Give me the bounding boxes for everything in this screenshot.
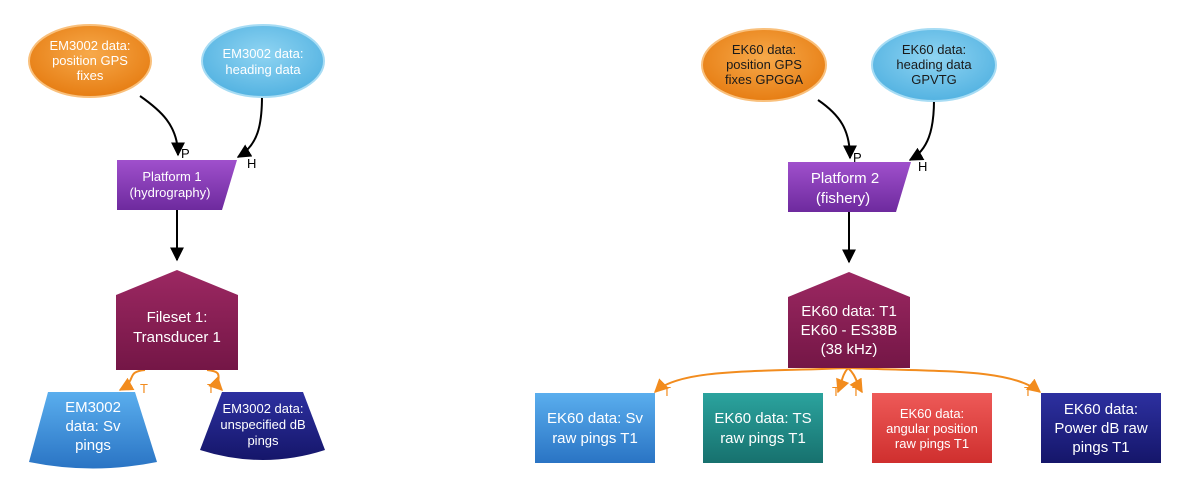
node-ek60-angular-line-2: angular position [886, 421, 978, 436]
edge-label-p-left: P [181, 146, 190, 161]
edge-label-t1-right: T [663, 384, 671, 399]
node-em3002-gps-line-3: fixes [77, 68, 104, 83]
node-em3002-gps[interactable]: EM3002 data: position GPS fixes [28, 24, 152, 98]
node-ek60-ts-line-1: EK60 data: TS [714, 410, 811, 427]
edge-label-t2-left: T [207, 381, 215, 396]
node-em3002-gps-line-1: EM3002 data: [50, 38, 131, 53]
node-ek60-angular-raw[interactable]: EK60 data: angular position raw pings T1 [872, 393, 992, 463]
edge-label-p-right: P [853, 150, 862, 165]
node-fileset-1[interactable]: Fileset 1: Transducer 1 [116, 270, 238, 370]
node-ek60-gps[interactable]: EK60 data: position GPS fixes GPGGA [701, 28, 827, 102]
node-ek60-angular-line-3: raw pings T1 [895, 436, 969, 451]
node-em3002-gps-line-2: position GPS [52, 53, 128, 68]
node-platform-1-line-2: (hydrography) [130, 185, 211, 200]
node-ek60-power-line-3: pings T1 [1072, 439, 1129, 456]
edge-fileset-to-ek60-ts [836, 367, 850, 394]
node-platform-2-line-1: Platform 2 [811, 170, 879, 187]
node-ek60-power-line-1: EK60 data: [1064, 401, 1138, 418]
edge-label-h-left: H [247, 156, 256, 171]
node-em3002-db-pings[interactable]: EM3002 data: unspecified dB pings [200, 392, 325, 460]
node-ek60-fileset-line-1: EK60 data: T1 [801, 303, 897, 320]
edge-label-t2-right: T [832, 384, 840, 399]
node-ek60-power-line-2: Power dB raw [1054, 420, 1148, 437]
node-ek60-gps-line-3: fixes GPGGA [725, 72, 803, 87]
node-em3002-sv-pings[interactable]: EM3002 data: Sv pings [29, 392, 157, 469]
node-ek60-heading-line-1: EK60 data: [902, 42, 966, 57]
node-ek60-ts-raw[interactable]: EK60 data: TS raw pings T1 [703, 393, 823, 463]
node-ek60-angular-line-1: EK60 data: [900, 406, 964, 421]
node-platform-1[interactable]: Platform 1 (hydrography) [117, 160, 237, 210]
node-platform-2[interactable]: Platform 2 (fishery) [788, 162, 911, 212]
edge-fileset-to-ek60-sv [653, 367, 849, 393]
node-fileset-1-line-2: Transducer 1 [133, 329, 221, 346]
node-em3002-heading-line-2: heading data [225, 62, 301, 77]
edge-heading-to-platform-1 [236, 95, 263, 158]
node-em3002-heading-line-1: EM3002 data: [223, 46, 304, 61]
edge-label-t4-right: T [1024, 384, 1032, 399]
node-ek60-gps-line-2: position GPS [726, 57, 802, 72]
node-ek60-sv-raw[interactable]: EK60 data: Sv raw pings T1 [535, 393, 655, 463]
node-ek60-sv-line-2: raw pings T1 [552, 430, 638, 447]
node-em3002-db-line-3: pings [247, 433, 279, 448]
node-ek60-sv-line-1: EK60 data: Sv [547, 410, 643, 427]
edge-fileset-to-ek60-angular [847, 367, 863, 394]
edge-label-h-right: H [918, 159, 927, 174]
node-platform-2-line-2: (fishery) [816, 190, 870, 207]
node-ek60-ts-line-2: raw pings T1 [720, 430, 806, 447]
node-em3002-sv-line-3: pings [75, 437, 111, 454]
node-ek60-power-raw[interactable]: EK60 data: Power dB raw pings T1 [1041, 393, 1161, 463]
node-ek60-fileset-t1[interactable]: EK60 data: T1 EK60 - ES38B (38 kHz) [788, 272, 910, 368]
node-em3002-heading[interactable]: EM3002 data: heading data [201, 24, 325, 98]
edge-fileset-1-to-db [206, 369, 223, 391]
edge-fileset-1-to-sv [118, 369, 146, 391]
node-platform-1-line-1: Platform 1 [142, 169, 201, 184]
edge-label-t1-left: T [140, 381, 148, 396]
edge-ek60-gps-to-platform-2 [817, 99, 857, 160]
edge-gps-to-platform-1 [139, 95, 185, 157]
node-ek60-gps-line-1: EK60 data: [732, 42, 796, 57]
node-em3002-db-line-1: EM3002 data: [223, 401, 304, 416]
node-ek60-heading[interactable]: EK60 data: heading data GPVTG [871, 28, 997, 102]
node-ek60-heading-line-3: GPVTG [911, 72, 957, 87]
left-diagram: P H T T EM3002 data: position GPS fixes … [28, 24, 325, 469]
node-ek60-fileset-line-3: (38 kHz) [821, 341, 878, 358]
node-em3002-db-line-2: unspecified dB [220, 417, 305, 432]
right-diagram: P H T T T T EK60 data: position GPS fixe… [535, 28, 1161, 463]
node-em3002-sv-line-1: EM3002 [65, 399, 121, 416]
node-ek60-heading-line-2: heading data [896, 57, 972, 72]
node-fileset-1-line-1: Fileset 1: [147, 309, 208, 326]
edge-fileset-to-ek60-power [847, 367, 1042, 393]
edge-label-t3-right: T [852, 384, 860, 399]
node-em3002-sv-line-2: data: Sv [65, 418, 121, 435]
node-ek60-fileset-line-2: EK60 - ES38B [801, 322, 898, 339]
edge-ek60-heading-to-platform-2 [908, 99, 935, 161]
